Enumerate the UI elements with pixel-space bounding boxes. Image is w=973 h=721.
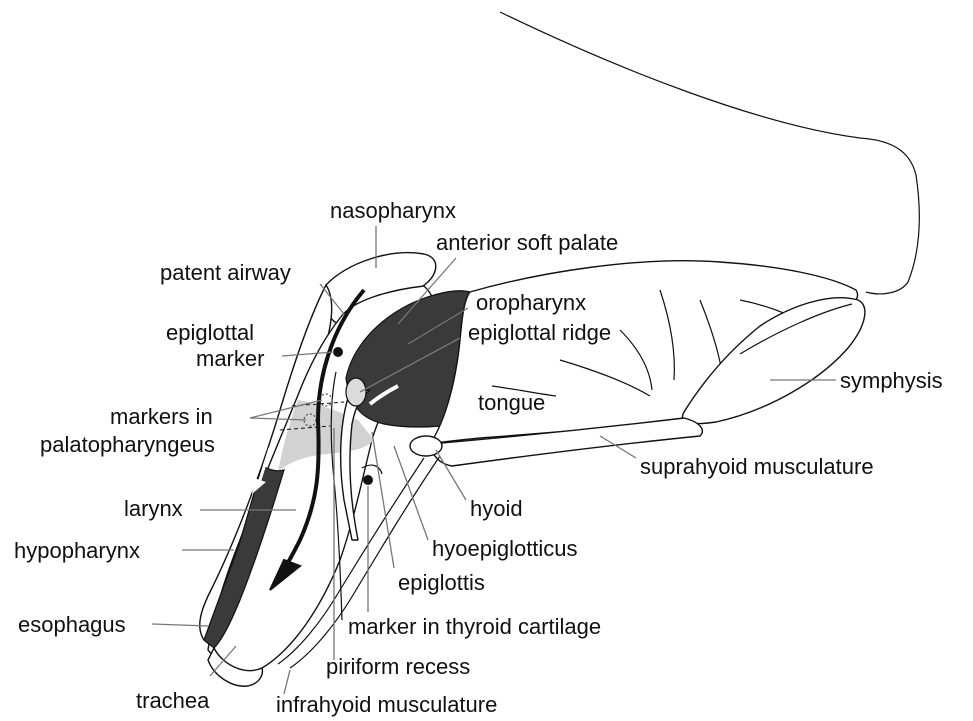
epiglottal-marker-dot (333, 347, 343, 357)
label-larynx: larynx (124, 496, 183, 521)
label-epiglottal-ridge: epiglottal ridge (468, 320, 611, 345)
label-oropharynx: oropharynx (476, 290, 586, 315)
label-markers-in: markers in (110, 404, 213, 429)
label-hyoepiglotticus: hyoepiglotticus (432, 536, 578, 561)
label-hypopharynx: hypopharynx (14, 538, 140, 563)
label-epiglottal-marker-line2: marker (196, 346, 264, 371)
thyroid-marker-dot (363, 475, 373, 485)
label-palatopharyngeus: palatopharyngeus (40, 432, 215, 457)
label-hyoid: hyoid (470, 496, 523, 521)
label-trachea: trachea (136, 688, 210, 713)
label-nasopharynx: nasopharynx (330, 198, 456, 223)
label-patent-airway: patent airway (160, 260, 291, 285)
label-esophagus: esophagus (18, 612, 126, 637)
label-infrahyoid-musculature: infrahyoid musculature (276, 692, 497, 717)
label-epiglottis: epiglottis (398, 570, 485, 595)
label-piriform-recess: piriform recess (326, 654, 470, 679)
epiglottal-ridge-lobe (346, 378, 366, 406)
label-marker-thyroid-cartilage: marker in thyroid cartilage (348, 614, 601, 639)
label-anterior-soft-palate: anterior soft palate (436, 230, 618, 255)
label-tongue: tongue (478, 390, 545, 415)
label-epiglottal-marker-line1: epiglottal (166, 320, 254, 345)
label-symphysis: symphysis (840, 368, 943, 393)
label-suprahyoid-musculature: suprahyoid musculature (640, 454, 874, 479)
